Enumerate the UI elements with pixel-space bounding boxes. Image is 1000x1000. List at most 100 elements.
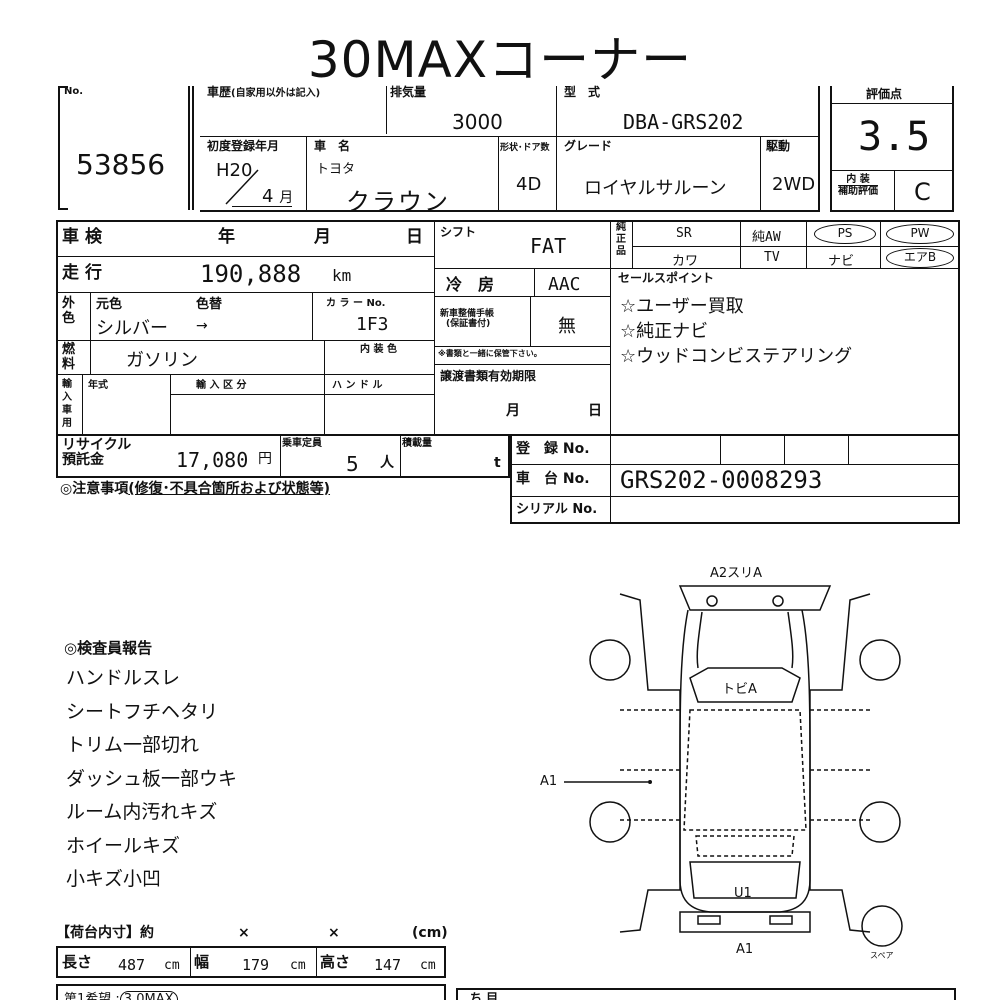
equip-airbag: エアB: [886, 248, 954, 268]
report-list: ハンドルスレ シートフチヘタリ トリム一部切れ ダッシュ板一部ウキ ルーム内汚れ…: [66, 662, 237, 897]
report-item: ダッシュ板一部ウキ: [66, 767, 238, 790]
lot-bracket: [58, 86, 68, 210]
diagram-top-label: A2スリA: [710, 566, 763, 581]
car-name-label: 車 名: [314, 139, 351, 153]
cargo-width-cm: cm: [290, 958, 306, 973]
capacity-value: 5: [346, 452, 359, 476]
color-orig-label: 元色: [96, 297, 123, 312]
fuel-value: ガソリン: [126, 350, 198, 371]
score-box: [830, 86, 954, 212]
cargo-x1: ×: [238, 925, 250, 941]
equip-pw: PW: [886, 224, 954, 244]
mileage-label: 走行: [62, 263, 108, 283]
color-value: シルバー: [96, 318, 168, 339]
chassis-label: 車 台 No.: [516, 471, 590, 487]
lot-divider: [188, 86, 194, 210]
score-label: 評価点: [866, 87, 903, 101]
history-label: 車歴(自家用以外は記入): [207, 85, 321, 99]
capacity-unit: 人: [380, 455, 394, 471]
diagram-bottom-label: A1: [736, 942, 754, 957]
displacement-label: 排気量: [390, 85, 427, 99]
first-reg-era: H20: [216, 160, 253, 181]
first-reg-label: 初度登録年月: [207, 139, 280, 153]
cargo-x2: ×: [328, 925, 340, 941]
fuel-label: 燃料: [62, 342, 76, 372]
mileage-value: 190,888: [200, 260, 302, 288]
notes-label: ◎注意事項(修復･不具合箇所および状態等): [60, 481, 331, 497]
car-maker: トヨタ: [316, 162, 356, 177]
interior-grade-value: C: [914, 178, 931, 206]
report-item: トリム一部切れ: [66, 734, 200, 756]
sales-point-2: ☆純正ナビ: [620, 321, 709, 342]
first-reg-month: 4 月: [262, 186, 294, 207]
color-code-value: 1F3: [356, 314, 389, 335]
cargo-width-label: 幅: [194, 953, 210, 971]
body-doors-label: 形状･ドア数: [500, 143, 550, 153]
grade-label: グレード: [564, 139, 613, 153]
equip-navi: ナビ: [828, 254, 855, 269]
genuine-label: 純正品: [616, 222, 626, 257]
report-item: シートフチヘタリ: [66, 700, 219, 723]
color-arrow: →: [196, 318, 208, 334]
registration-box: [510, 434, 960, 524]
cargo-height-label: 高さ: [320, 953, 351, 971]
report-item: 小キズ小凹: [66, 868, 162, 890]
equip-leather: カワ: [672, 254, 699, 269]
registration-label: 登 録 No.: [516, 441, 590, 457]
capacity-label: 乗車定員: [282, 438, 322, 449]
cargo-height: 147: [374, 956, 402, 974]
car-name-value: クラウン: [346, 188, 450, 216]
grade-value: ロイヤルサルーン: [584, 178, 727, 199]
interior-color-label: 内 装 色: [360, 344, 397, 355]
lot-number: 53856: [76, 148, 166, 181]
chassis-value: GRS202-0008293: [620, 466, 823, 494]
car-damage-diagram: [564, 585, 903, 947]
cargo-width: 179: [242, 956, 270, 974]
report-label: ◎検査員報告: [64, 639, 153, 657]
cargo-unit: (cm): [412, 925, 448, 941]
wish-text: 第1希望 :3.0MAX: [64, 988, 178, 1000]
color-label: 外色: [62, 296, 76, 326]
equip-sr: SR: [676, 226, 692, 241]
recycle-unit: 円: [258, 451, 272, 467]
recycle-label: リサイクル預託金: [62, 437, 132, 468]
inspection-year: 年: [218, 227, 235, 247]
aircon-label: 冷 房: [446, 275, 495, 294]
lot-section: No. 53856: [58, 86, 198, 210]
model-type-label: 型 式: [564, 85, 601, 99]
displacement-value: 3000: [452, 110, 503, 134]
lot-label: No.: [64, 86, 84, 97]
inspection-month: 月: [314, 227, 331, 247]
recycle-value: 17,080: [176, 448, 249, 472]
drive-label: 駆動: [766, 139, 791, 153]
inspection-day: 日: [406, 227, 423, 247]
equip-aw: 純AW: [752, 230, 781, 245]
import-label: 輸入車用: [62, 379, 72, 429]
sales-point-3: ☆ウッドコンビステアリング: [620, 346, 853, 367]
interior-grade-label: 内 装 補助評価: [838, 174, 878, 197]
transfer-docs-month: 月: [506, 403, 520, 419]
maintenance-note: ※書類と一緒に保管下さい。: [438, 349, 542, 358]
cargo-label: 【荷台内寸】約: [56, 925, 154, 941]
load-label: 積載量: [402, 438, 432, 449]
wish-box: [56, 984, 446, 1000]
maintenance-value: 無: [558, 316, 576, 337]
shift-label: シフト: [440, 225, 477, 239]
report-item: ハンドルスレ: [66, 667, 181, 689]
cargo-length: 487: [118, 956, 146, 974]
model-type-value: DBA-GRS202: [623, 110, 744, 134]
import-year-label: 年式: [88, 380, 108, 391]
import-category-label: 輸 入 区 分: [196, 380, 247, 391]
load-unit: t: [494, 455, 501, 471]
equip-tv: TV: [764, 250, 780, 265]
cargo-height-cm: cm: [420, 958, 436, 973]
import-handle-label: ハ ン ド ル: [332, 380, 383, 391]
diagram-rear-label: U1: [734, 886, 752, 901]
top-info-box: [200, 86, 820, 212]
cargo-box: [56, 946, 446, 978]
first-reg-slash: [225, 169, 259, 205]
score-value: 3.5: [858, 114, 931, 160]
body-doors-value: 4D: [516, 174, 542, 195]
inspection-label: 車検: [62, 227, 108, 247]
diagram-spare-label: スペア: [870, 951, 894, 960]
